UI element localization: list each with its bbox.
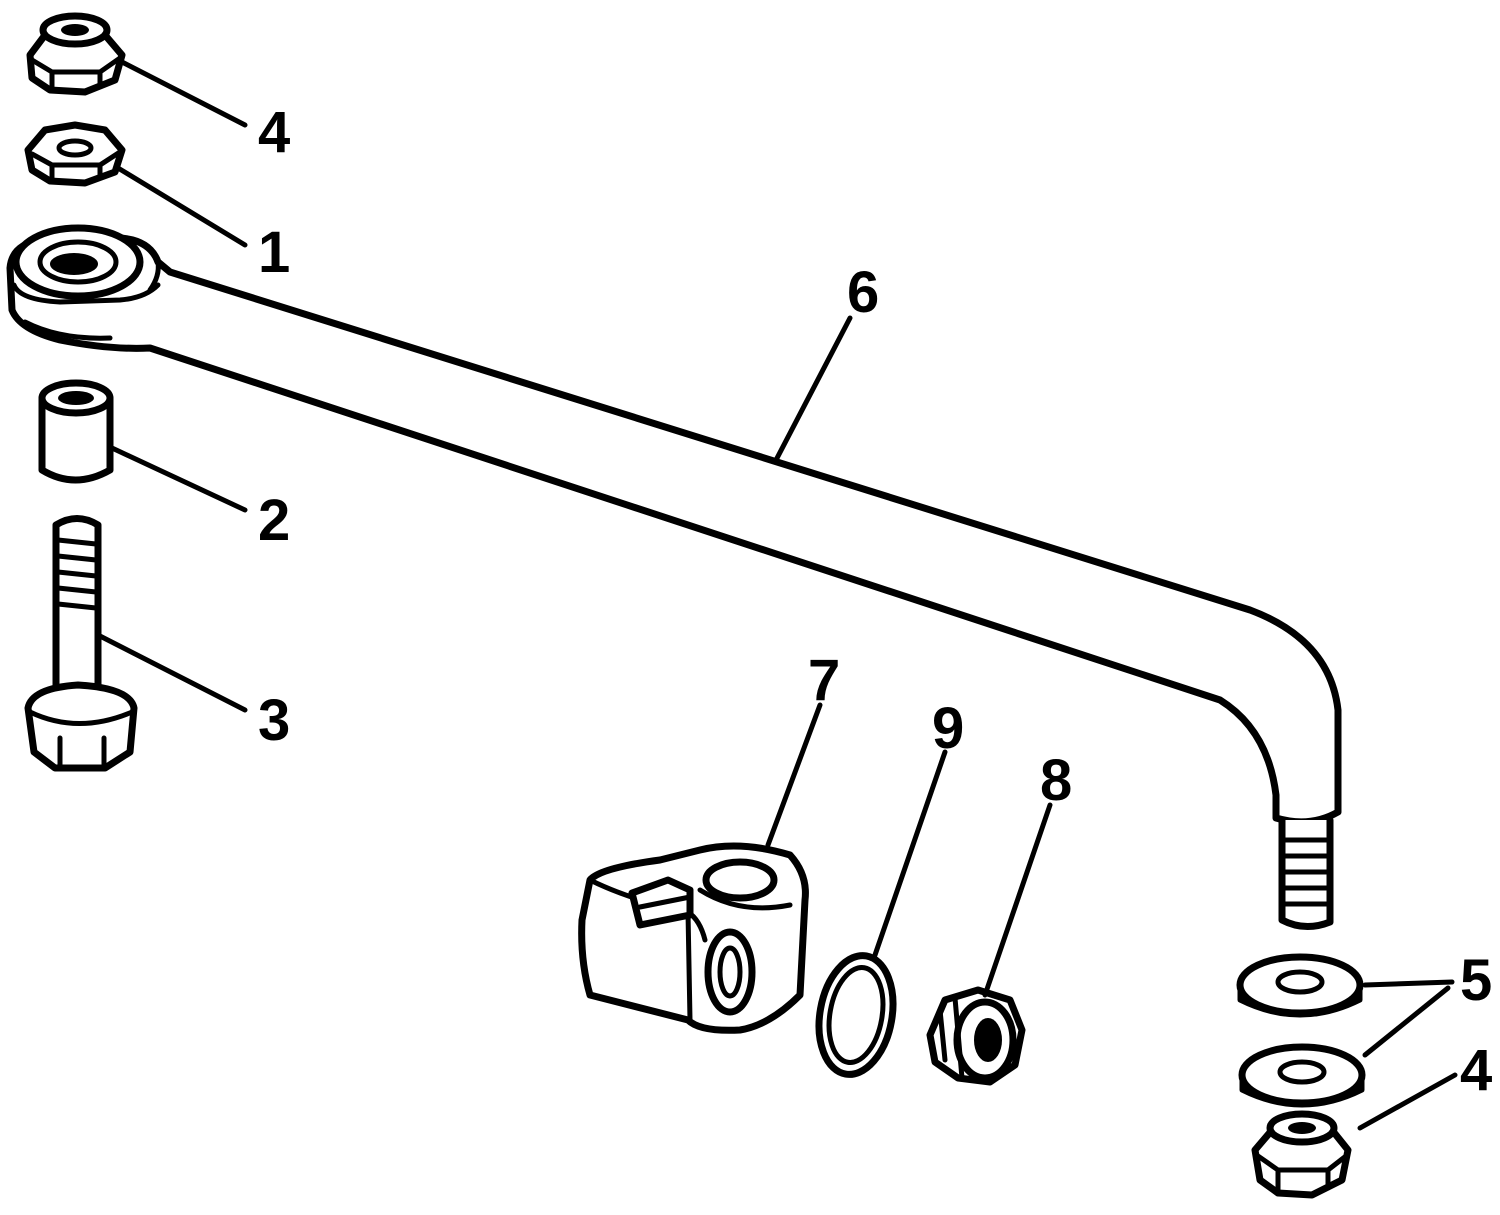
part-lock-nut-side bbox=[926, 986, 1026, 1086]
callout-1: 1 bbox=[258, 220, 290, 285]
leader-7 bbox=[765, 702, 823, 848]
leader-3 bbox=[95, 632, 248, 713]
callout-labels: 4 1 6 2 3 7 9 8 5 4 bbox=[258, 100, 1492, 1103]
callout-2: 2 bbox=[258, 488, 290, 553]
leader-6 bbox=[772, 315, 853, 465]
callout-5: 5 bbox=[1460, 948, 1492, 1013]
callout-3: 3 bbox=[258, 688, 290, 753]
callout-7: 7 bbox=[808, 648, 840, 713]
leader-9 bbox=[872, 749, 948, 958]
leader-5b bbox=[1362, 985, 1451, 1058]
part-flange-bolt bbox=[24, 515, 138, 772]
leader-4-top bbox=[119, 59, 248, 128]
callout-8: 8 bbox=[1040, 748, 1072, 813]
callout-6: 6 bbox=[847, 260, 879, 325]
part-link-rod bbox=[6, 224, 1342, 930]
leader-1 bbox=[115, 165, 248, 248]
leader-4-bottom bbox=[1357, 1072, 1458, 1131]
callout-4-bottom: 4 bbox=[1460, 1038, 1492, 1103]
part-lock-nut-bottom bbox=[1251, 1110, 1352, 1199]
part-washer bbox=[815, 952, 897, 1078]
part-spacer bbox=[38, 379, 114, 484]
part-lock-nut-top bbox=[26, 12, 126, 96]
leader-8 bbox=[982, 802, 1053, 998]
part-clamp-block bbox=[578, 842, 809, 1034]
part-hex-nut bbox=[24, 121, 126, 187]
leader-2 bbox=[109, 445, 248, 513]
callout-9: 9 bbox=[932, 696, 964, 761]
leader-5a bbox=[1362, 979, 1455, 988]
part-flat-washers bbox=[1236, 953, 1366, 1108]
leader-lines bbox=[95, 59, 1458, 1131]
callout-4-top: 4 bbox=[258, 100, 290, 165]
